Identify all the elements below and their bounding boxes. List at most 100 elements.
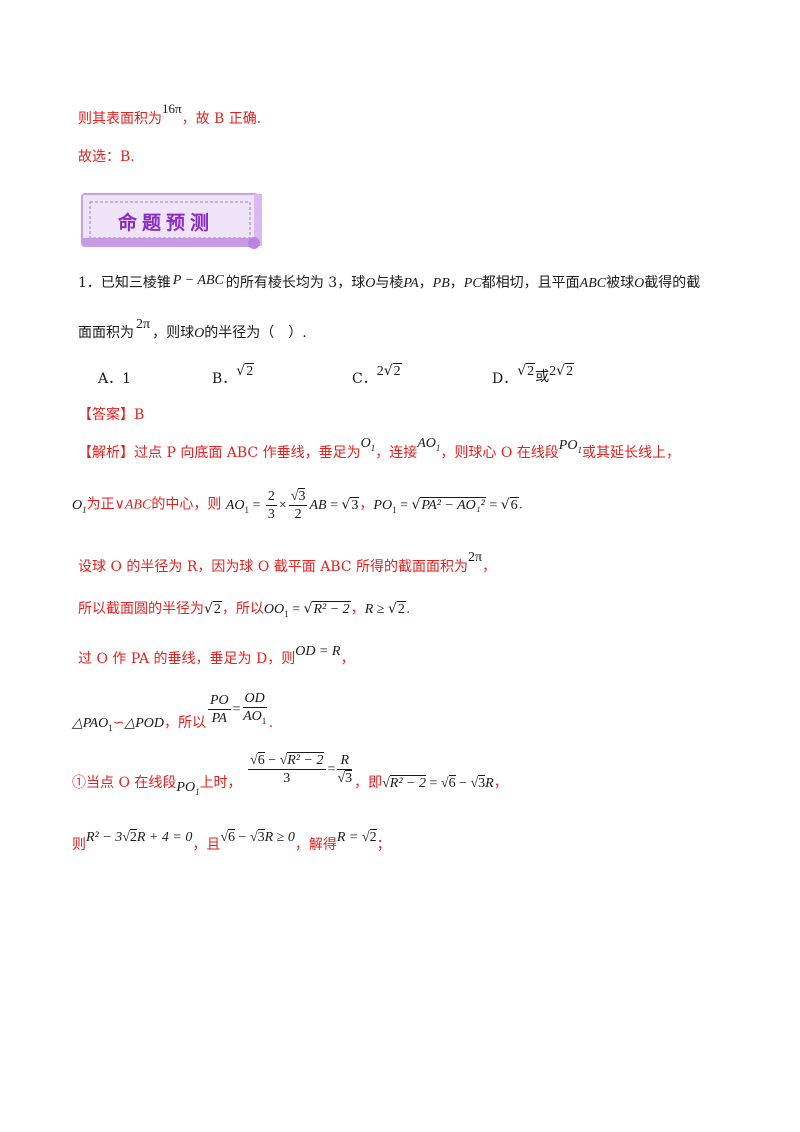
an-text: ； [376, 837, 391, 853]
an-text: ，所以 [221, 601, 264, 617]
an-math: OO [263, 602, 285, 617]
an-text: ，连接 [375, 445, 418, 461]
sqrt-value: 3 [350, 496, 360, 513]
an-math: AB [309, 497, 327, 513]
an-math: O [72, 497, 83, 513]
option-d-or: 或 [535, 369, 550, 385]
q-text: ，则球 [152, 325, 195, 341]
option-b-value: 2 [245, 363, 255, 379]
sqrt-value: 3 [478, 774, 486, 791]
sqrt-value: 3 [345, 770, 353, 786]
sqrt-symbol: √R² − 2 [303, 601, 351, 617]
an-formula-quad: R² − 3√2R + 4 = 0 [86, 829, 193, 845]
an-math: R [485, 775, 494, 791]
an-text: 设球 O 的半径为 R，因为球 O 截平面 ABC 所得的截面面积为 [78, 559, 469, 575]
sqrt-symbol: √2 [383, 363, 402, 379]
sqrt-value: 3 [298, 488, 306, 504]
sqrt-value: 2 [369, 829, 377, 845]
option-c[interactable]: C．2√2 [352, 360, 402, 387]
q-text: ， [418, 275, 433, 291]
an-math: = [400, 497, 408, 513]
sqrt-symbol: √PA² − AO₁² [411, 496, 486, 513]
an-formula-eq2: √R² − 2 = √6 − √3R [382, 774, 494, 791]
option-d-label: D． [492, 371, 518, 387]
an-formula-sim: △PAO1∽△POD [72, 716, 164, 733]
an-math: AO [417, 436, 436, 451]
frac-num: √6 − √R² − 2 [248, 752, 326, 770]
an-math: R ≥ [364, 602, 385, 617]
an-text: ，解得 [294, 837, 337, 853]
an-text: ， [359, 496, 374, 513]
an-text: ，则球心 O 在线段 [440, 445, 559, 461]
sqrt-symbol: √2 [204, 601, 222, 617]
sqrt-symbol: √2 [556, 363, 575, 379]
option-a[interactable]: A．1 [98, 371, 132, 387]
frac-num: 2 [265, 489, 277, 506]
option-d[interactable]: D．√2或2√2 [492, 360, 575, 387]
frac-num: PO [207, 693, 231, 711]
an-text: ， [482, 559, 497, 575]
an-text: . [405, 601, 411, 617]
q-math: ABC [579, 276, 607, 291]
frac-den: AO1 [243, 709, 267, 726]
an-math: − [264, 753, 280, 768]
prev-text: 则其表面积为 [78, 111, 162, 127]
similar-symbol: ∽ [112, 716, 125, 732]
sqrt-value: PA² − AO₁² [420, 496, 486, 513]
an-text: 【解析】过点 P 向底面 ABC 作垂线，垂足为 [78, 445, 361, 461]
an-text: 或其延长线上， [581, 445, 680, 461]
an-math: R = [336, 830, 359, 845]
an-text: . [518, 496, 524, 513]
option-c-label: C． [352, 371, 377, 387]
prev-text-b: ，故 B 正确. [181, 111, 262, 127]
an-math: − [455, 775, 471, 791]
option-b[interactable]: B．√2 [212, 360, 255, 387]
option-c-coef: 2 [376, 364, 384, 379]
q-text: 的半径为（ ）. [204, 325, 307, 341]
frac-den: PA [211, 711, 227, 727]
q-text: 的所有棱长均为 3，球 [225, 275, 366, 291]
an-math: 2π [468, 550, 483, 565]
q-text: 被球 [606, 275, 635, 291]
q-math: P − ABC [172, 273, 224, 288]
an-math: R + 4 = 0 [136, 830, 193, 845]
analysis-line-8: 则R² − 3√2R + 4 = 0，且√6 − √3R ≥ 0，解得R = √… [72, 826, 391, 853]
an-text: 为正∨ [86, 496, 125, 513]
q-text: ， [449, 275, 464, 291]
an-math: × [278, 497, 287, 513]
q-text: 都相切，且平面 [481, 275, 580, 291]
an-text: ，且 [192, 837, 221, 853]
an-math: △POD [124, 716, 164, 732]
q-math: 2π [136, 317, 151, 332]
q-math: PA [403, 276, 419, 291]
option-b-label: B． [212, 371, 237, 387]
an-formula-oo1: OO1 = √R² − 2 [263, 601, 351, 619]
q-math: O [194, 326, 205, 341]
sqrt-value: 6 [228, 829, 236, 845]
sqrt-value: 6 [257, 752, 265, 768]
banner-title: 命题预测 [118, 212, 215, 234]
analysis-line-4: 所以截面圆的半径为√2，所以OO1 = √R² − 2，R ≥ √2. [78, 598, 410, 619]
an-text: 所以截面圆的半径为 [78, 601, 204, 617]
an-text: ， [350, 601, 365, 617]
an-text: ，所以 [163, 715, 206, 732]
an-math: = [327, 761, 336, 777]
an-math: = [292, 602, 301, 617]
banner-frame [81, 193, 262, 249]
frac-den: 2 [294, 507, 302, 522]
an-math: = [489, 497, 498, 513]
sqrt-symbol: √2 [236, 363, 255, 379]
an-text: ， [340, 651, 355, 667]
q-text: 截得的截 [644, 275, 701, 291]
sqrt-symbol: √2 [517, 363, 536, 379]
an-math: O [360, 436, 371, 451]
sqrt-value: 6 [509, 496, 519, 513]
